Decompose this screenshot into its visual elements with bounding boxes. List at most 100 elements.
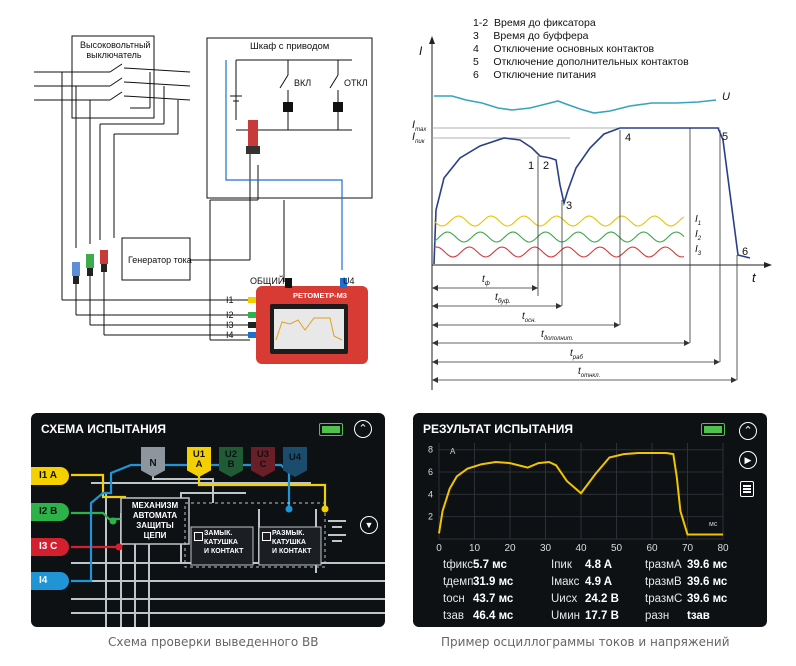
time-label-main: tосн. (522, 311, 536, 324)
collapse-up-button[interactable]: ⌃ (354, 420, 372, 438)
phase-1-main: I (695, 214, 698, 225)
imax-main: I (412, 119, 416, 131)
x-tick-label: 60 (646, 543, 658, 554)
legend-item-5: 6 Отключение питания (473, 69, 597, 81)
point-label-4: 4 (625, 132, 632, 144)
timing-oscillogram (429, 36, 772, 390)
y-axis-label: I (419, 44, 423, 58)
phase-2-main: I (695, 229, 698, 240)
point-label-6: 6 (742, 246, 749, 258)
scheme-title: СХЕМА ИСПЫТАНИЯ (41, 422, 167, 436)
stat-label: разн (645, 610, 670, 622)
chip-i3[interactable]: I3 C (31, 538, 69, 556)
x-tick-label: 40 (575, 543, 587, 554)
collapse-up-button[interactable]: ⌃ (739, 422, 757, 440)
chip-i1[interactable]: I1 A (31, 467, 69, 485)
x-unit-label: мс (709, 521, 718, 528)
stat-value: 39.6 мс (687, 576, 728, 588)
mechanism-label: МЕХАНИЗМ АВТОМАТА ЗАЩИТЫ ЦЕПИ (121, 501, 189, 541)
stat-value: 39.6 мс (687, 559, 728, 571)
point-label-2: 2 (543, 160, 550, 172)
scheme-graphics (71, 463, 385, 627)
stat-label: tзав (443, 610, 464, 622)
y-tick-label: 8 (428, 445, 433, 455)
x-tick-label: 30 (540, 543, 552, 554)
mech-line-2: АВТОМАТА (132, 511, 178, 520)
stat-value: 17.7 В (585, 610, 619, 622)
stat-value: 24.2 В (585, 593, 619, 605)
time-label-work: tраб (570, 348, 583, 361)
collapse-down-button[interactable]: ▼ (360, 516, 378, 534)
report-button[interactable] (740, 481, 754, 497)
chip-i4[interactable]: I4 (31, 572, 69, 590)
point-label-5: 5 (722, 131, 729, 143)
cabinet-label: Шкаф с приводом (250, 41, 330, 52)
channel-n[interactable]: N (141, 447, 165, 477)
stat-value: 31.9 мс (473, 576, 514, 588)
chevron-up-icon: ⌃ (358, 423, 368, 435)
time-label-fix: tф (482, 274, 490, 287)
refresh-button[interactable]: ▶ (739, 451, 757, 469)
phase-3-main: I (695, 244, 698, 255)
time-label-aux: tдополнит. (541, 329, 574, 342)
y-tick-label: 6 (428, 467, 433, 477)
test-wiring-diagram (34, 35, 373, 364)
time-buf-sub: буф. (497, 299, 511, 305)
point-label-1: 1 (528, 160, 535, 172)
time-main-main: t (522, 311, 525, 322)
time-aux-sub: дополнит. (543, 336, 574, 342)
phase-1-sub: 1 (697, 221, 702, 227)
coil-off-line-3: И КОНТАКТ (272, 548, 312, 555)
chip-i2[interactable]: I2 B (31, 503, 69, 521)
device-name: РЕТОМЕТР-М3 (293, 291, 347, 300)
time-fix-main: t (482, 274, 485, 285)
stat-label: tразмС (645, 593, 683, 605)
channel-u1-bottom: A (195, 459, 203, 470)
input-i3-label: I3 (226, 320, 234, 330)
legend-item-2: 3 Время до буффера (473, 30, 589, 42)
time-work-sub: раб (572, 355, 583, 361)
mech-line-3: ЗАЩИТЫ (136, 521, 174, 530)
x-axis-label: t (752, 270, 756, 285)
phase-label-1: I1 (695, 214, 701, 227)
stat-value: 46.4 мс (473, 610, 514, 622)
input-i2-label: I2 (226, 310, 234, 320)
close-coil-block: ЗАМЫК. КАТУШКА И КОНТАКТ (191, 529, 253, 556)
time-off-main: t (578, 366, 581, 377)
channel-u3-top: U3 (256, 449, 270, 460)
coil-off-square-icon (262, 532, 271, 541)
x-tick-label: 80 (717, 543, 729, 554)
coil-on-line-2: КАТУШКА (204, 539, 238, 546)
stat-label: Iпик (551, 559, 572, 571)
channel-u4[interactable]: U4 (283, 447, 307, 477)
time-label-buf: tбуф. (495, 292, 511, 305)
scheme-caption: Схема проверки выведенного ВВ (108, 635, 319, 649)
stat-value: tзав (687, 610, 710, 622)
breaker-label-1: Высоковольтный (80, 40, 151, 50)
stat-label: tдемп (443, 576, 474, 588)
chevron-up-icon: ⌃ (743, 425, 753, 437)
stat-value: 43.7 мс (473, 593, 514, 605)
y-tick-label: 2 (428, 512, 433, 522)
channel-u3-bottom: C (259, 459, 267, 470)
time-fix-sub: ф (484, 281, 490, 287)
legend-item-3: 4 Отключение основных контактов (473, 43, 655, 55)
stat-label: tфикс (443, 559, 473, 571)
time-work-main: t (570, 348, 573, 359)
input-i1-label: I1 (226, 295, 234, 305)
on-label: ВКЛ (294, 78, 312, 88)
ipik-sub: пик (415, 139, 425, 146)
battery-icon (701, 423, 725, 436)
result-title: РЕЗУЛЬТАТ ИСПЫТАНИЯ (423, 422, 574, 436)
mech-line-4: ЦЕПИ (143, 531, 167, 540)
stat-value: 4.9 A (585, 576, 613, 588)
phase-2-sub: 2 (697, 236, 702, 242)
point-label-3: 3 (566, 200, 573, 212)
coil-off-line-2: КАТУШКА (272, 539, 306, 546)
x-tick-label: 50 (611, 543, 623, 554)
